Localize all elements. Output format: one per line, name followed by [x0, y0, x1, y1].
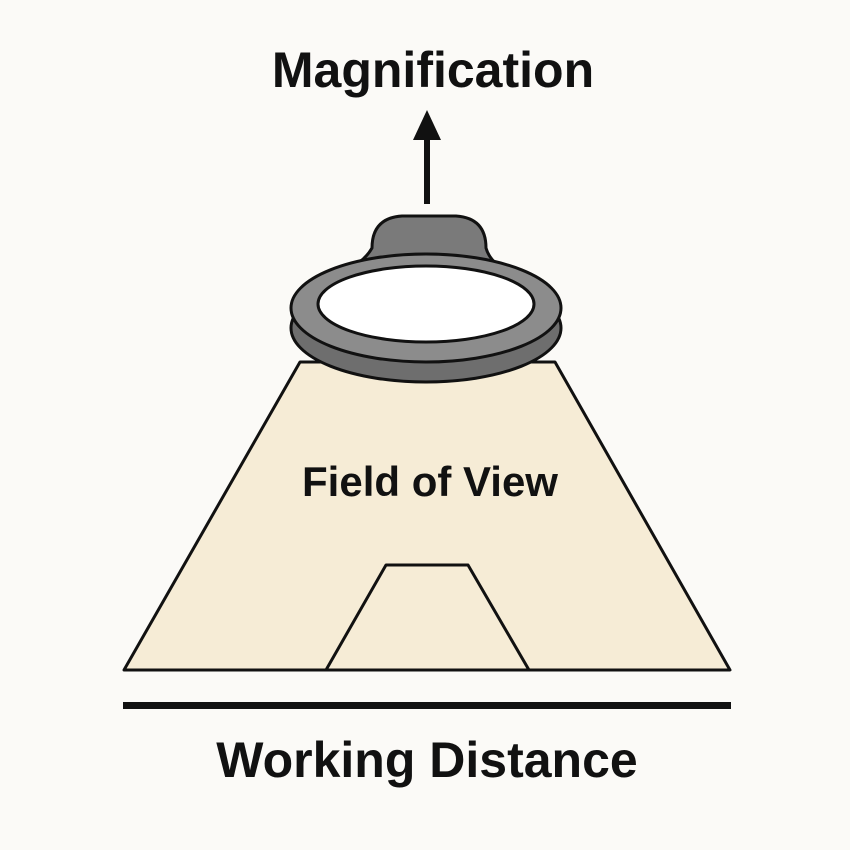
field-of-view-label: Field of View [302, 458, 558, 505]
working-distance-label: Working Distance [216, 732, 638, 788]
magnifier-lens-icon [289, 214, 563, 384]
magnification-label: Magnification [271, 42, 595, 98]
object-trapezoid [324, 563, 531, 672]
arrow-up-icon [413, 110, 441, 204]
working-distance-line [123, 702, 731, 709]
